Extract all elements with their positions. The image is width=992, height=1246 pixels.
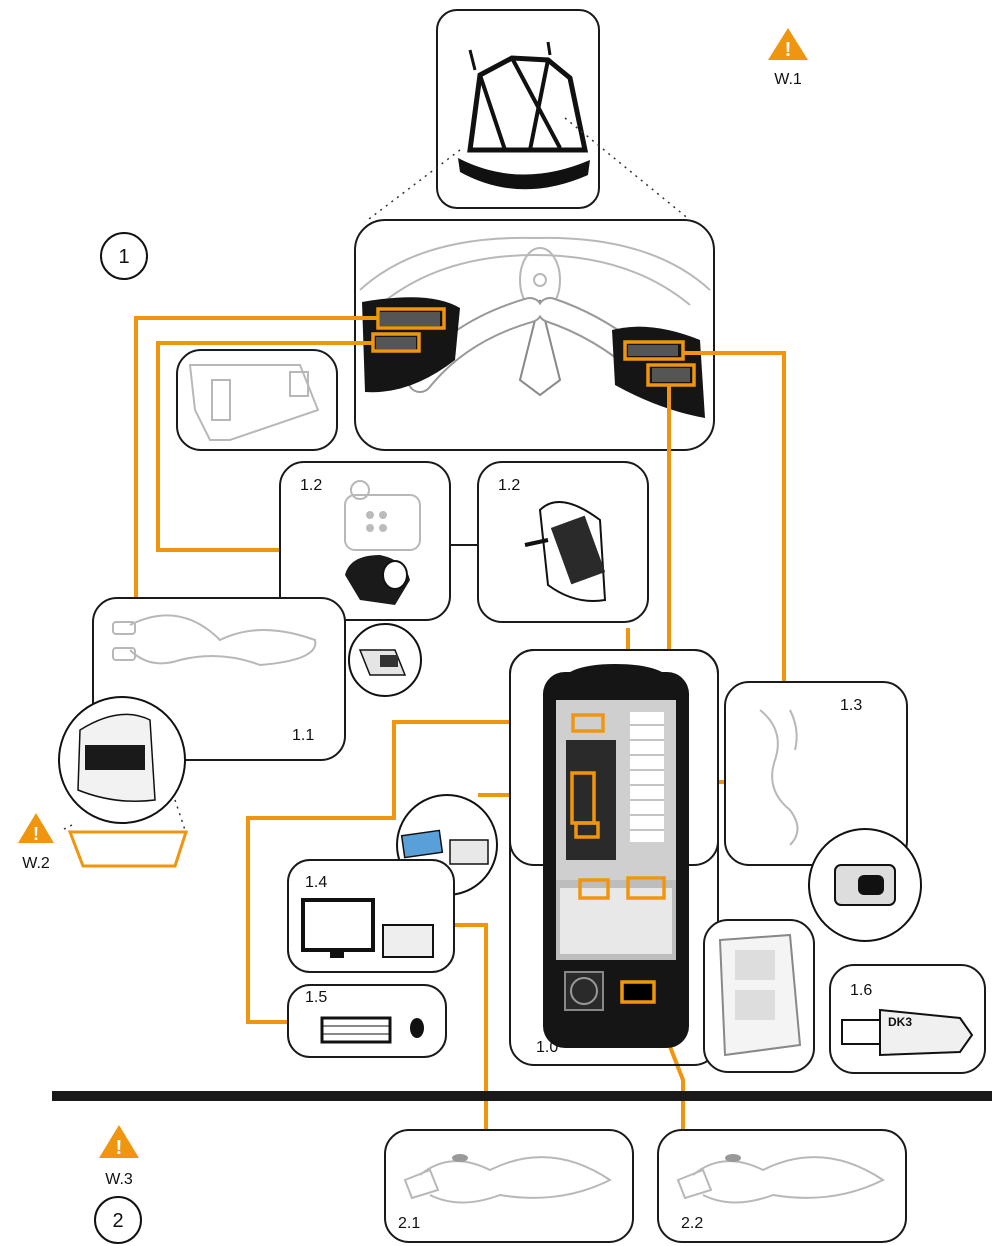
dongle-text: DK3 — [888, 1015, 912, 1029]
connector-circle-large — [59, 697, 185, 823]
machine-thumbnail — [437, 10, 599, 208]
item-label-1-3: 1.3 — [840, 697, 862, 714]
item-label-1-4: 1.4 — [305, 874, 327, 891]
power-cable-21-box: 2.1 — [385, 1130, 633, 1242]
warning-w2: ! W.2 — [18, 813, 54, 872]
warning-label: W.2 — [22, 855, 50, 872]
warning-label: W.1 — [774, 71, 802, 88]
item-label-1-5: 1.5 — [305, 989, 327, 1006]
connector-outline — [70, 832, 186, 866]
item-label-2-2: 2.2 — [681, 1215, 703, 1232]
warning-w3: ! W.3 — [99, 1125, 139, 1188]
controller-box: 1.0 — [510, 650, 718, 1065]
monitor-box: 1.4 — [288, 860, 454, 972]
warning-symbol: ! — [116, 1137, 123, 1159]
chassis-box — [704, 920, 814, 1072]
machine-base-closeup — [355, 220, 714, 450]
section-number-2: 2 — [112, 1210, 123, 1232]
mouse-icon — [410, 1018, 424, 1038]
item-label-1-0: 1.0 — [536, 1039, 558, 1056]
power-cable-22-box: 2.2 — [658, 1130, 906, 1242]
joystick-bracket-box: 1.2 — [478, 462, 648, 622]
item-label-1-6: 1.6 — [850, 982, 872, 999]
cable-13-box: 1.3 — [725, 682, 921, 941]
warning-symbol: ! — [33, 824, 39, 844]
detail-box — [177, 350, 337, 450]
dongle-box: 1.6 DK3 — [830, 965, 985, 1073]
warning-label: W.3 — [105, 1171, 133, 1188]
item-label-2-1: 2.1 — [398, 1215, 420, 1232]
connector-circle-small — [349, 624, 421, 696]
item-label-1-1: 1.1 — [292, 727, 314, 744]
item-label-1-2b: 1.2 — [498, 477, 520, 494]
keyboard-box: 1.5 — [288, 985, 446, 1057]
section-divider — [52, 1091, 992, 1101]
connector-icon — [383, 925, 433, 957]
item-label-1-2: 1.2 — [300, 477, 322, 494]
warning-symbol: ! — [785, 39, 792, 61]
monitor-icon — [303, 900, 373, 958]
section-number-1: 1 — [118, 246, 129, 268]
warning-w1: ! W.1 — [768, 28, 808, 88]
keyboard-icon — [322, 1018, 390, 1042]
joystick-box: 1.2 — [280, 462, 450, 620]
